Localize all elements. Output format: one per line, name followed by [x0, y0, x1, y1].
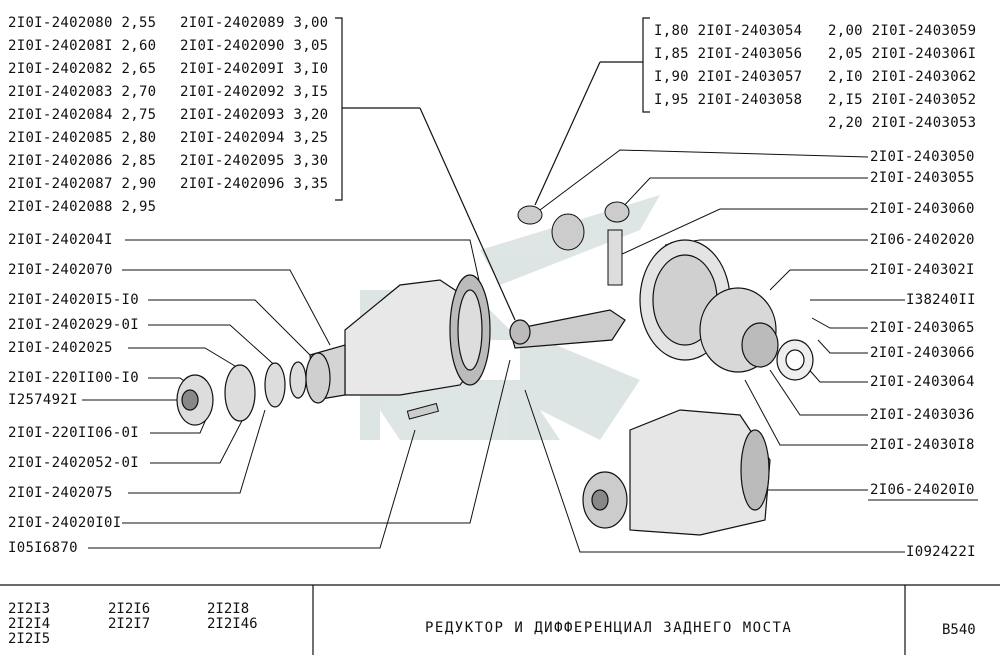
part-callout: 2I0I-2403065	[870, 320, 975, 336]
axle-housing	[305, 274, 491, 404]
part-callout: 2I0I-24030I8	[870, 437, 975, 453]
part-callout: 2I0I-2403055	[870, 170, 975, 186]
part-callout: 2I0I-2403036	[870, 407, 975, 423]
part-callout: 2I0I-2403060	[870, 201, 975, 217]
model-code: 2I2I5	[8, 631, 51, 647]
part-callout: 2I0I-24020I5-I0	[8, 292, 139, 308]
washer-row: 2,00 2I0I-2403059	[828, 23, 977, 39]
bolt	[406, 402, 440, 420]
shim-row: 2I0I-2402082 2,65	[8, 61, 157, 77]
shim-row: 2I0I-2402092 3,I5	[180, 84, 329, 100]
part-callout: 2I0I-2403050	[870, 149, 975, 165]
shim-row: 2I0I-240209I 3,I0	[180, 61, 329, 77]
part-callout: 2I0I-2402075	[8, 485, 113, 501]
differential-case	[699, 287, 814, 381]
part-callout: 2I0I-2403064	[870, 374, 975, 390]
model-code: 2I2I4	[8, 616, 51, 632]
part-callout: I05I6870	[8, 540, 78, 556]
part-callout: 2I0I-2402029-0I	[8, 317, 139, 333]
shim-row: 2I0I-2402083 2,70	[8, 84, 157, 100]
page-code: B540	[942, 622, 976, 638]
part-callout: I257492I	[8, 392, 78, 408]
part-callout: 2I0I-2402052-0I	[8, 455, 139, 471]
shim-row: 2I0I-240208I 2,60	[8, 38, 157, 54]
part-callout: I38240II	[906, 292, 976, 308]
washer-row: 2,I0 2I0I-2403062	[828, 69, 977, 85]
washer-row: 2,05 2I0I-240306I	[828, 46, 977, 62]
model-code: 2I2I46	[207, 616, 258, 632]
washer-row: I,85 2I0I-2403056	[654, 46, 803, 62]
washer-row: I,90 2I0I-2403057	[654, 69, 803, 85]
shim-row: 2I0I-2402090 3,05	[180, 38, 329, 54]
shim-row: 2I0I-2402085 2,80	[8, 130, 157, 146]
pinion-flange	[176, 361, 307, 426]
right-leader-lines	[524, 149, 905, 553]
part-callout: 2I06-2402020	[870, 232, 975, 248]
part-callout: 2I0I-2402070	[8, 262, 113, 278]
differential-gears	[517, 201, 630, 286]
page-title: РЕДУКТОР И ДИФФЕРЕНЦИАЛ ЗАДНЕГО МОСТА	[425, 620, 793, 636]
shim-row: 2I0I-2402096 3,35	[180, 176, 329, 192]
left-leader-lines	[82, 239, 511, 549]
footer: 2I2I3 2I2I6 2I2I8 2I2I4 2I2I7 2I2I46 2I2…	[0, 585, 1000, 655]
model-code: 2I2I6	[108, 601, 151, 617]
drive-pinion	[509, 309, 626, 349]
model-code: 2I2I8	[207, 601, 250, 617]
part-callout: 2I0I-2403066	[870, 345, 975, 361]
shim-row: 2I0I-2402095 3,30	[180, 153, 329, 169]
part-callout: 2I0I-220II00-I0	[8, 370, 139, 386]
footer-frame	[0, 584, 1000, 655]
assembled-gearbox	[582, 409, 771, 536]
shim-row: 2I0I-2402093 3,20	[180, 107, 329, 123]
washer-row: I,95 2I0I-2403058	[654, 92, 803, 108]
part-callout: 2I0I-240302I	[870, 262, 975, 278]
shim-row: 2I0I-2402089 3,00	[180, 15, 329, 31]
shim-row: 2I0I-2402086 2,85	[8, 153, 157, 169]
shim-row: 2I0I-2402088 2,95	[8, 199, 157, 215]
model-code: 2I2I3	[8, 601, 51, 617]
shim-row: 2I0I-2402084 2,75	[8, 107, 157, 123]
part-callout: 2I0I-24020I0I	[8, 515, 122, 531]
model-code: 2I2I7	[108, 616, 151, 632]
part-callout: 2I06-24020I0	[870, 482, 975, 498]
part-callout: 2I0I-220II06-0I	[8, 425, 139, 441]
shim-row: 2I0I-2402080 2,55	[8, 15, 157, 31]
shim-table-bracket	[335, 17, 650, 321]
part-callout: 2I0I-240204I	[8, 232, 113, 248]
washer-row: I,80 2I0I-2403054	[654, 23, 803, 39]
shim-row: 2I0I-2402087 2,90	[8, 176, 157, 192]
washer-row: 2,I5 2I0I-2403052	[828, 92, 977, 108]
washer-row: 2,20 2I0I-2403053	[828, 115, 977, 131]
part-callout: I092422I	[906, 544, 976, 560]
part-callout: 2I0I-2402025	[8, 340, 113, 356]
shim-row: 2I0I-2402094 3,25	[180, 130, 329, 146]
